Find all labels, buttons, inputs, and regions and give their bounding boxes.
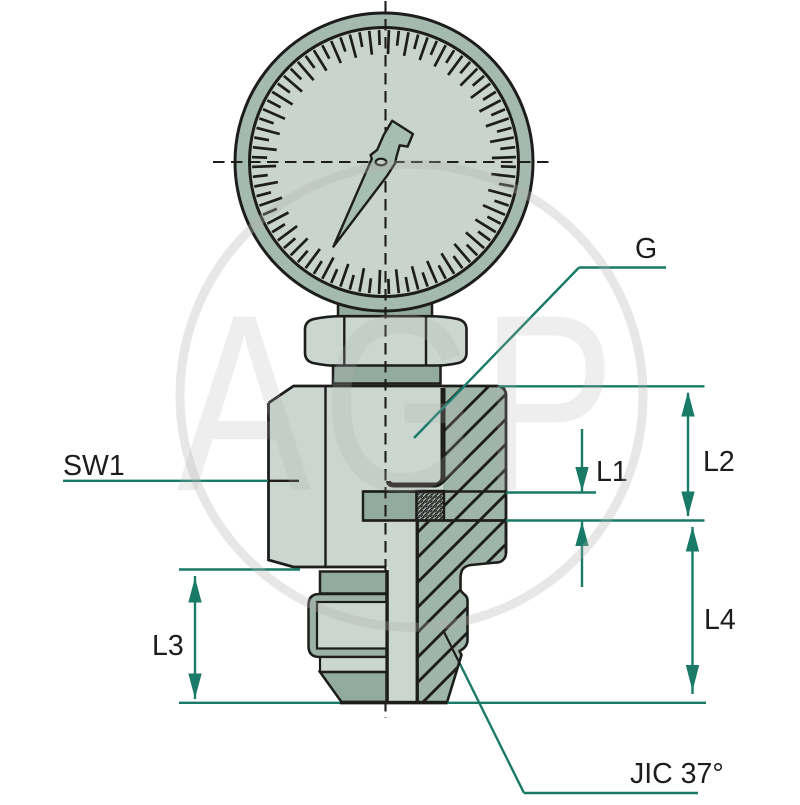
svg-text:L2: L2: [703, 446, 735, 478]
svg-text:L1: L1: [596, 456, 628, 488]
svg-text:L4: L4: [704, 604, 736, 636]
svg-text:JIC 37°: JIC 37°: [630, 758, 724, 790]
svg-text:L3: L3: [152, 630, 184, 662]
svg-text:P: P: [481, 263, 615, 545]
svg-text:SW1: SW1: [63, 450, 125, 482]
svg-text:G: G: [322, 263, 479, 545]
svg-text:A: A: [177, 263, 311, 545]
svg-text:G: G: [635, 233, 657, 265]
